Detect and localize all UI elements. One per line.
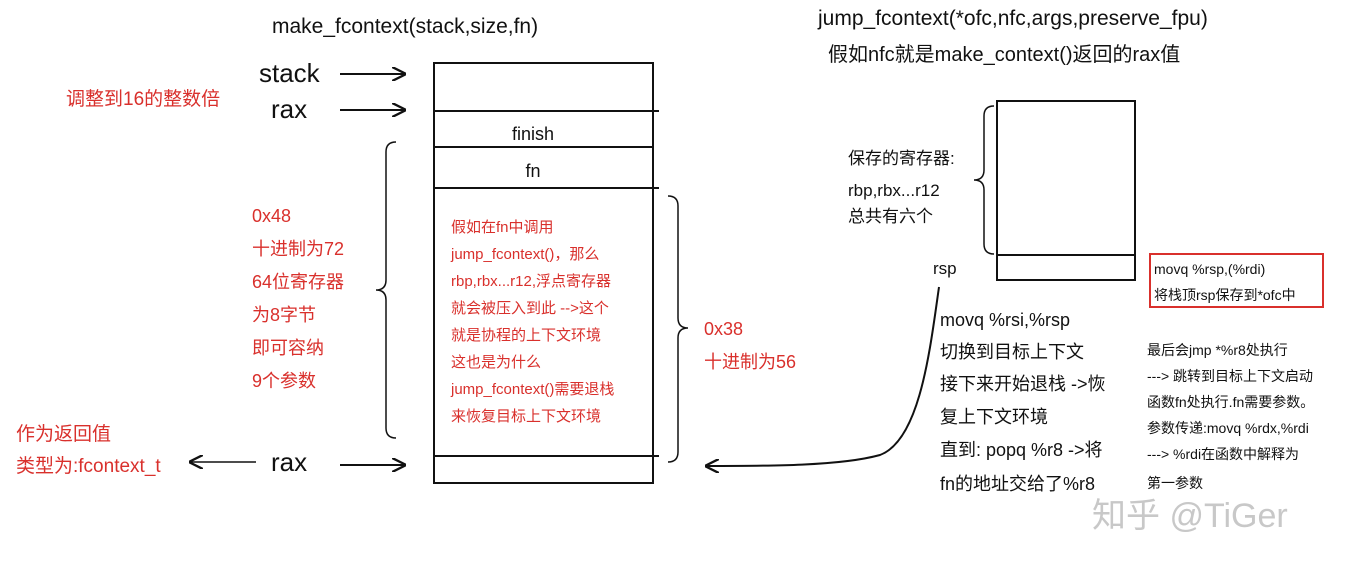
final-note-line: 第一参数 <box>1147 475 1203 491</box>
final-note-line: 函数fn处执行.fn需要参数。 <box>1147 394 1314 410</box>
saved-regs-line3: 总共有六个 <box>848 207 933 226</box>
inner-note-line: jump_fcontext()需要退栈 <box>450 381 614 398</box>
register-frame <box>996 100 1136 281</box>
final-note-line: ---> %rdi在函数中解释为 <box>1147 446 1299 462</box>
final-note-line: 最后会jmp *%r8处执行 <box>1147 342 1288 358</box>
final-note-line: 参数传递:movq %rdx,%rdi <box>1147 420 1309 436</box>
saved-regs-line2: rbp,rbx...r12 <box>848 181 940 200</box>
cell-finish: finish <box>512 124 554 144</box>
cell-fn: fn <box>525 161 540 181</box>
inner-note-line: 假如在fn中调用 <box>451 219 554 236</box>
left-title: make_fcontext(stack,size,fn) <box>272 15 538 38</box>
right-brace <box>667 195 689 463</box>
size-note-left-line: 64位寄存器 <box>252 272 344 292</box>
inner-note-line: 就会被压入到此 -->这个 <box>451 300 609 317</box>
return-note-line1: 作为返回值 <box>16 423 111 445</box>
align-note: 调整到16的整数倍 <box>66 88 220 110</box>
stack-frame <box>433 62 654 484</box>
switch-note-line: 直到: popq %r8 ->将 <box>940 440 1103 460</box>
saved-regs-line1: 保存的寄存器: <box>848 149 955 168</box>
size-note-right-line1: 0x38 <box>704 319 743 339</box>
register-brace <box>973 105 995 255</box>
switch-note-line: 接下来开始退栈 ->恢 <box>940 374 1106 394</box>
switch-note-line: 切换到目标上下文 <box>940 342 1084 362</box>
inner-note-line: 来恢复目标上下文环境 <box>451 407 601 425</box>
size-note-right-line2: 十进制为56 <box>704 352 796 372</box>
label-rax-top: rax <box>271 94 307 124</box>
return-note-line2: 类型为:fcontext_t <box>16 455 161 477</box>
size-note-left-line: 即可容纳 <box>252 338 324 358</box>
switch-note-line: 复上下文环境 <box>940 407 1048 427</box>
final-note: 最后会jmp *%r8处执行 ---> 跳转到目标上下文启动 函数fn处执行.f… <box>1147 342 1314 491</box>
size-note-left-line: 9个参数 <box>252 371 316 391</box>
highlight-line1: movq %rsp,(%rdi) <box>1154 261 1265 277</box>
inner-note: 假如在fn中调用 jump_fcontext()，那么 rbp,rbx...r1… <box>450 219 614 425</box>
final-note-line: ---> 跳转到目标上下文启动 <box>1147 368 1313 384</box>
inner-note-line: jump_fcontext()，那么 <box>450 246 599 263</box>
switch-note: movq %rsi,%rsp 切换到目标上下文 接下来开始退栈 ->恢 复上下文… <box>940 310 1106 494</box>
size-note-left-line: 为8字节 <box>252 305 316 325</box>
size-note-left-line: 十进制为72 <box>252 239 344 259</box>
right-subtitle: 假如nfc就是make_context()返回的rax值 <box>828 43 1180 66</box>
highlight-box <box>1149 253 1324 308</box>
inner-note-line: 这也是为什么 <box>451 354 541 371</box>
label-rax-bottom: rax <box>271 447 307 477</box>
switch-arrow <box>706 286 940 466</box>
label-stack: stack <box>259 58 321 88</box>
size-note-left: 0x48 十进制为72 64位寄存器 为8字节 即可容纳 9个参数 <box>252 206 344 391</box>
left-brace <box>375 141 397 439</box>
right-title: jump_fcontext(*ofc,nfc,args,preserve_fpu… <box>817 7 1208 30</box>
highlight-line2: 将栈顶rsp保存到*ofc中 <box>1154 287 1296 303</box>
watermark: 知乎 @TiGer <box>1092 497 1288 535</box>
switch-note-line: fn的地址交给了%r8 <box>940 474 1095 494</box>
size-note-left-line: 0x48 <box>252 206 291 226</box>
inner-note-line: rbp,rbx...r12,浮点寄存器 <box>451 272 611 290</box>
label-rsp: rsp <box>933 259 957 278</box>
switch-note-line: movq %rsi,%rsp <box>940 310 1070 330</box>
inner-note-line: 就是协程的上下文环境 <box>451 326 601 344</box>
